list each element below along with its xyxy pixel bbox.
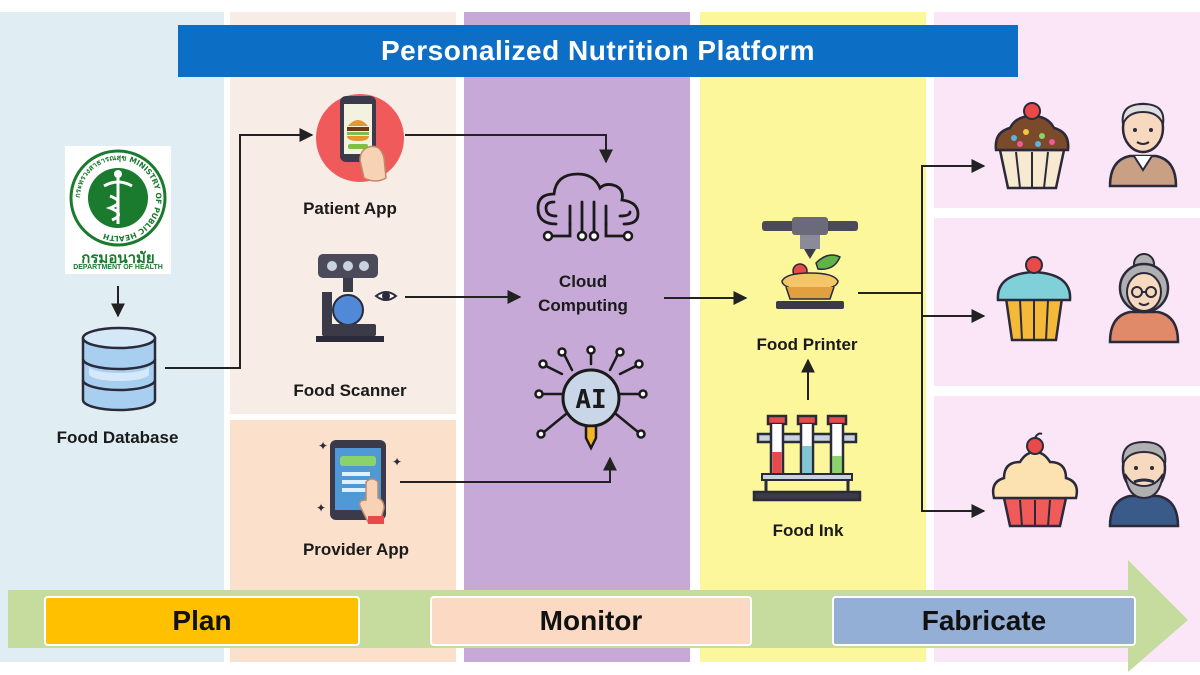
cloud-computing-label-line-2: Computing xyxy=(538,296,628,315)
arrow-provider-to-ai xyxy=(400,456,617,483)
food-scanner-label: Food Scanner xyxy=(293,381,407,400)
patient-app-label: Patient App xyxy=(303,199,397,218)
svg-text:✦: ✦ xyxy=(392,455,402,469)
ministry-logo: กระทรวงสาธารณสุข MINISTRY OF PUBLIC HEAL… xyxy=(65,146,171,274)
cloud-computing-icon xyxy=(536,172,640,242)
food-printer-icon xyxy=(762,217,858,309)
arrow-to-output-3 xyxy=(921,293,986,518)
food-scanner-icon xyxy=(316,254,398,342)
elderly-man-avatar-icon xyxy=(1108,102,1178,188)
pink-cupcake-icon xyxy=(991,432,1079,528)
page-title: Personalized Nutrition Platform xyxy=(178,25,1018,77)
phase-plan-label: Plan xyxy=(44,596,360,646)
database-icon xyxy=(81,326,157,412)
food-database-label: Food Database xyxy=(56,428,179,447)
food-ink-label: Food Ink xyxy=(772,521,844,540)
phase-monitor-label: Monitor xyxy=(430,596,752,646)
ai-chip-text: AI xyxy=(575,385,606,415)
svg-text:✦: ✦ xyxy=(316,501,326,515)
arrow-to-output-1 xyxy=(921,159,986,293)
food-ink-icon xyxy=(752,414,862,502)
cloud-computing-label-line-1: Cloud xyxy=(558,272,608,291)
arrow-patient-app-to-cloud xyxy=(405,134,613,164)
provider-app-label: Provider App xyxy=(302,540,410,559)
elderly-woman-avatar-icon xyxy=(1108,253,1180,344)
logo-english-name: DEPARTMENT OF HEALTH xyxy=(73,264,163,271)
logo-thai-name: กรมอนามัย xyxy=(81,249,155,267)
monitor-apps-bg xyxy=(230,12,456,414)
teal-cupcake-icon xyxy=(996,256,1072,342)
bearded-man-avatar-icon xyxy=(1108,440,1180,528)
provider-app-icon: ✦ ✦ ✦ xyxy=(316,439,402,524)
svg-text:✦: ✦ xyxy=(318,439,328,453)
caduceus-seal-icon: กระทรวงสาธารณสุข MINISTRY OF PUBLIC HEAL… xyxy=(69,149,167,247)
phase-fabricate-label: Fabricate xyxy=(832,596,1136,646)
arrow-database-to-patient-app xyxy=(165,128,314,369)
printer-column-bg xyxy=(700,12,926,662)
patient-app-icon xyxy=(316,94,404,182)
cloud-column-bg xyxy=(464,12,690,662)
food-printer-label: Food Printer xyxy=(756,335,858,354)
ai-chip-icon: AI xyxy=(534,345,648,451)
chocolate-cupcake-icon xyxy=(994,102,1070,190)
